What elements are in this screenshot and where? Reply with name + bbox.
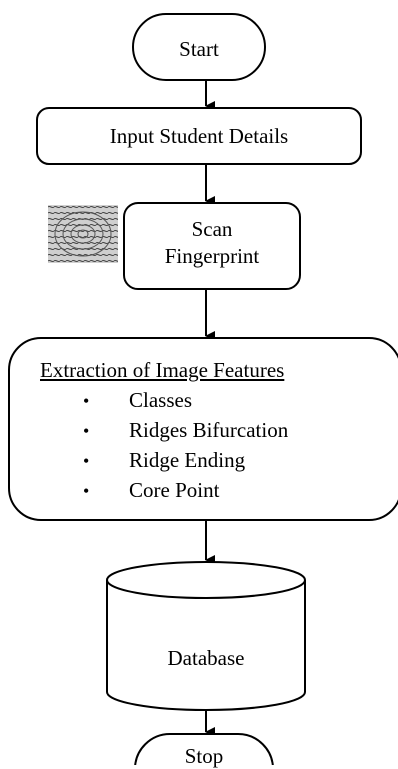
feature-label: Classes (129, 388, 192, 412)
feature-label: Ridge Ending (129, 448, 246, 472)
list-item: • Ridges Bifurcation (83, 416, 288, 446)
input-label: Input Student Details (109, 124, 289, 148)
scan-label-line1: Scan (191, 217, 233, 241)
stop-label: Stop (184, 744, 224, 768)
database-cylinder (106, 561, 306, 711)
bullet-icon: • (83, 421, 90, 441)
feature-label: Ridges Bifurcation (129, 418, 289, 442)
bullet-icon: • (83, 451, 90, 471)
features-title: Extraction of Image Features (40, 358, 285, 382)
list-item: • Classes (83, 386, 288, 416)
fingerprint-icon (48, 205, 118, 263)
database-label: Database (167, 646, 245, 670)
stop-terminator (134, 733, 274, 765)
scan-label-line2: Fingerprint (164, 244, 260, 268)
start-label: Start (179, 37, 219, 61)
features-list: • Classes • Ridges Bifurcation • Ridge Endi… (83, 386, 288, 506)
input-process-box (36, 107, 362, 165)
list-item: • Core Point (83, 476, 288, 506)
start-terminator (132, 13, 266, 81)
bullet-icon: • (83, 391, 90, 411)
list-item: • Ridge Ending (83, 446, 288, 476)
feature-label: Core Point (129, 478, 220, 502)
bullet-icon: • (83, 481, 90, 501)
scan-process-box (123, 202, 301, 290)
